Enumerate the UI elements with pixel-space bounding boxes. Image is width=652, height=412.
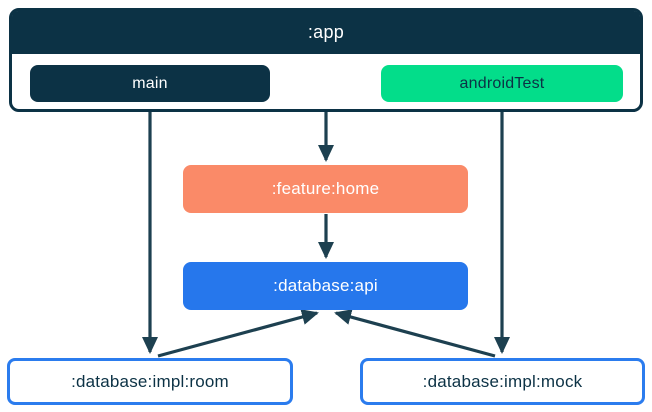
node-feature-home-label: :feature:home [271,179,380,198]
source-set-androidtest: androidTest [381,65,623,102]
source-set-main: main [30,65,270,102]
app-module-label: :app [307,22,345,42]
source-set-androidtest-label: androidTest [459,74,545,92]
node-database-api: :database:api [183,262,468,310]
node-database-impl-mock-label: :database:impl:mock [422,371,583,391]
node-database-api-label: :database:api [273,276,378,295]
node-database-impl-mock: :database:impl:mock [360,358,645,405]
node-feature-home: :feature:home [183,165,468,213]
edge-impl-mock-to-database-api [334,309,496,358]
app-module-header: :app [12,11,640,54]
node-database-impl-room-label: :database:impl:room [71,371,229,391]
edge-impl-room-to-database-api [157,309,319,358]
source-set-main-label: main [132,74,168,92]
node-database-impl-room: :database:impl:room [7,358,293,405]
